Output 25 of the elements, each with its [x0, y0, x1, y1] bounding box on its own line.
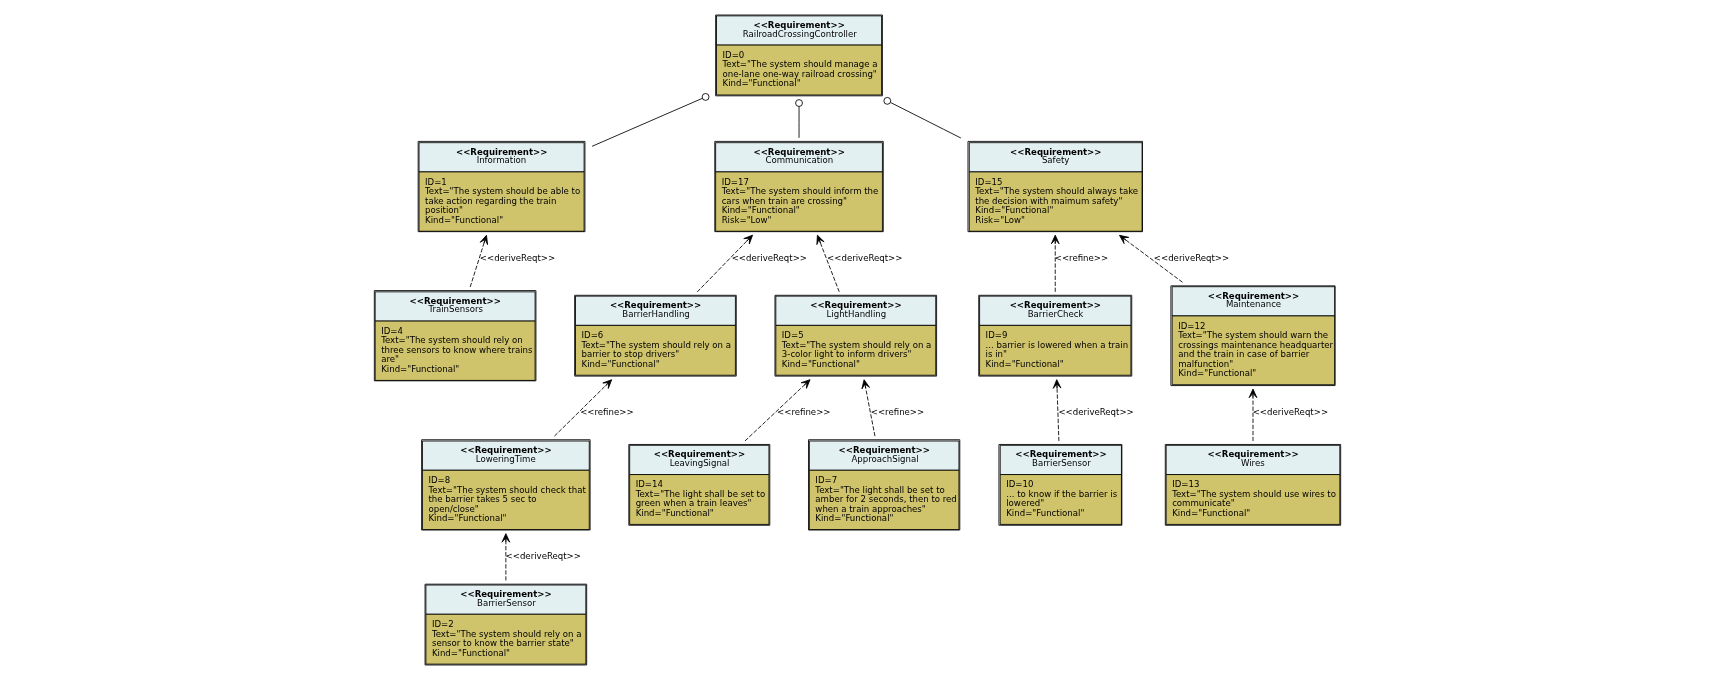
arrow [1050, 234, 1060, 293]
edge-label: <<refine>> [777, 406, 831, 417]
arrow [501, 533, 511, 581]
connector [883, 97, 962, 139]
edge-label: <<deriveReqt>> [1252, 406, 1329, 417]
arrow [1248, 388, 1258, 442]
edge-label: <<deriveReqt>> [479, 252, 556, 263]
arrow [816, 234, 840, 293]
edge-label: <<deriveReqt>> [1058, 406, 1134, 417]
edge-label: <<deriveReqt>> [827, 252, 903, 263]
arrow [696, 234, 753, 293]
connector [591, 93, 710, 147]
edge-label: <<deriveReqt>> [1153, 252, 1230, 263]
edge-label: <<deriveReqt>> [731, 252, 808, 263]
arrow [469, 234, 488, 288]
arrow [1119, 234, 1183, 283]
edge-label: <<refine>> [580, 406, 634, 417]
edge-label: <<refine>> [870, 406, 925, 417]
connector [795, 99, 803, 139]
arrow [744, 379, 811, 442]
arrow [861, 379, 876, 437]
arrow [554, 379, 613, 437]
edge-label: <<refine>> [1054, 252, 1109, 263]
edge-label: <<deriveReqt>> [505, 551, 581, 562]
arrow [1052, 379, 1062, 442]
